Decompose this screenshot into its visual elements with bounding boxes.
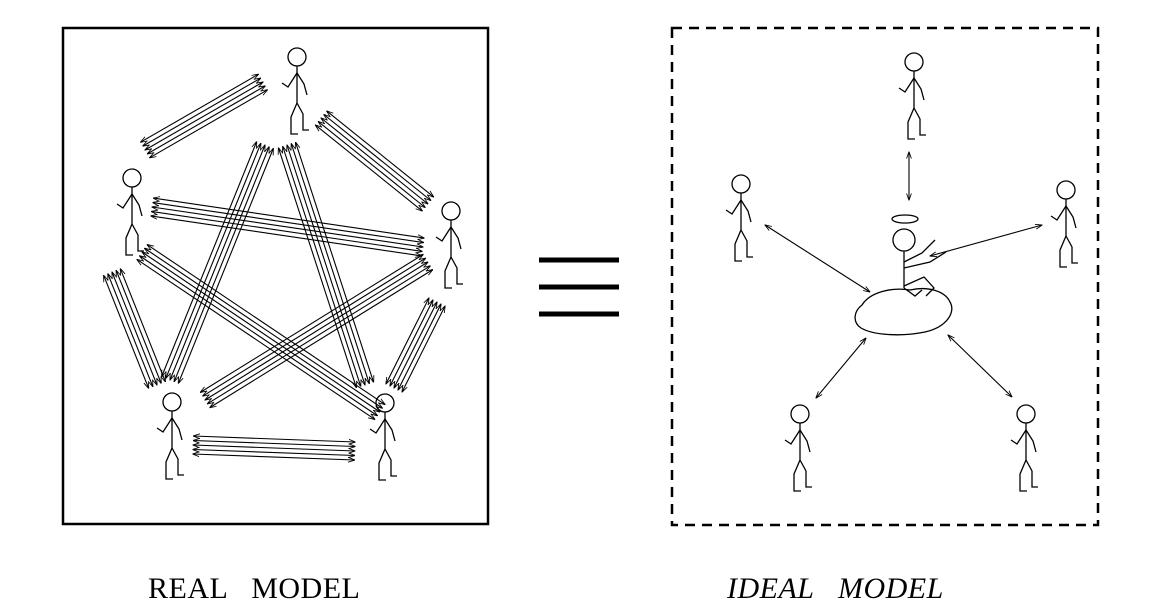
real-model-arrows (104, 74, 445, 460)
arrow-bundle-left-bottom-right (142, 252, 380, 412)
person-bottom-right (369, 393, 397, 481)
person-right (435, 201, 463, 289)
person-left (116, 168, 144, 256)
arrow-bundle-top-left (145, 82, 263, 150)
arrow-bundle-left-bottom-left (104, 275, 149, 388)
arrow-bundle-top-bottom-left (178, 148, 273, 383)
ideal-model-frame (670, 26, 1100, 527)
arrow-bundle-right-bottom-left (203, 258, 426, 396)
ideal-person-bottom-left (784, 404, 812, 492)
arrow-bundle-left-bottom-left (108, 274, 153, 387)
arrow-bundle-top-bottom-right (287, 145, 365, 385)
arrow-bundle-top-right (327, 111, 434, 197)
ideal-arrow-right (930, 225, 1042, 256)
ideal-person-top (898, 52, 926, 140)
ideal-person-right (1050, 180, 1078, 268)
arrow-bundle-right-bottom-right (394, 302, 437, 388)
arrow-bundle-top-right (318, 122, 425, 208)
person-bottom-left (156, 392, 184, 480)
ideal-model-figures (725, 52, 1078, 492)
arrow-bundle-top-bottom-left (166, 143, 261, 378)
arrow-bundle-left-bottom-right (137, 259, 375, 419)
arrow-bundle-top-right (324, 114, 431, 200)
ideal-model-arrows (765, 152, 1042, 398)
arrow-bundle-top-left (143, 78, 261, 146)
arrow-bundle-top-bottom-left (162, 142, 257, 377)
halo-icon (891, 214, 919, 224)
arrow-bundle-left-bottom-left (112, 272, 157, 385)
arrow-bundle-left-bottom-left (120, 269, 165, 382)
arrow-bundle-top-right (321, 118, 428, 204)
arrow-bundle-left-bottom-right (139, 256, 377, 416)
arrow-bundle-top-bottom-right (291, 144, 369, 384)
arrow-bundle-right-bottom-left (200, 254, 423, 392)
arrow-bundle-top-left (149, 90, 267, 158)
arrow-bundle-top-right (315, 125, 422, 211)
arrow-bundle-right-bottom-left (205, 262, 428, 400)
ideal-person-bottom-right (1010, 404, 1038, 492)
arrow-bundle-top-left (147, 86, 265, 154)
person-top (281, 47, 309, 135)
arrow-bundle-top-bottom-left (170, 145, 265, 380)
arrow-bundle-top-bottom-right (296, 142, 374, 382)
arrow-bundle-top-bottom-left (174, 147, 269, 382)
real-model-frame (61, 26, 490, 526)
arrow-bundle-left-bottom-left (116, 270, 161, 383)
ideal-arrow-bottom-left (816, 338, 866, 398)
arrow-bundle-top-left (141, 74, 259, 142)
real-model-figures (116, 47, 463, 481)
arrow-bundle-left-right (152, 207, 423, 247)
real-model-caption: REAL MODEL (148, 572, 361, 605)
ideal-arrow-bottom-right (948, 335, 1012, 397)
ideal-arrow-left (765, 225, 870, 292)
equivalence-icon (539, 257, 619, 317)
ideal-model-caption: IDEAL MODEL (727, 572, 944, 605)
ideal-person-left (725, 174, 753, 262)
cloud-icon (854, 287, 953, 336)
central-angel-figure (854, 214, 953, 336)
arrow-bundle-bottom (193, 454, 355, 460)
